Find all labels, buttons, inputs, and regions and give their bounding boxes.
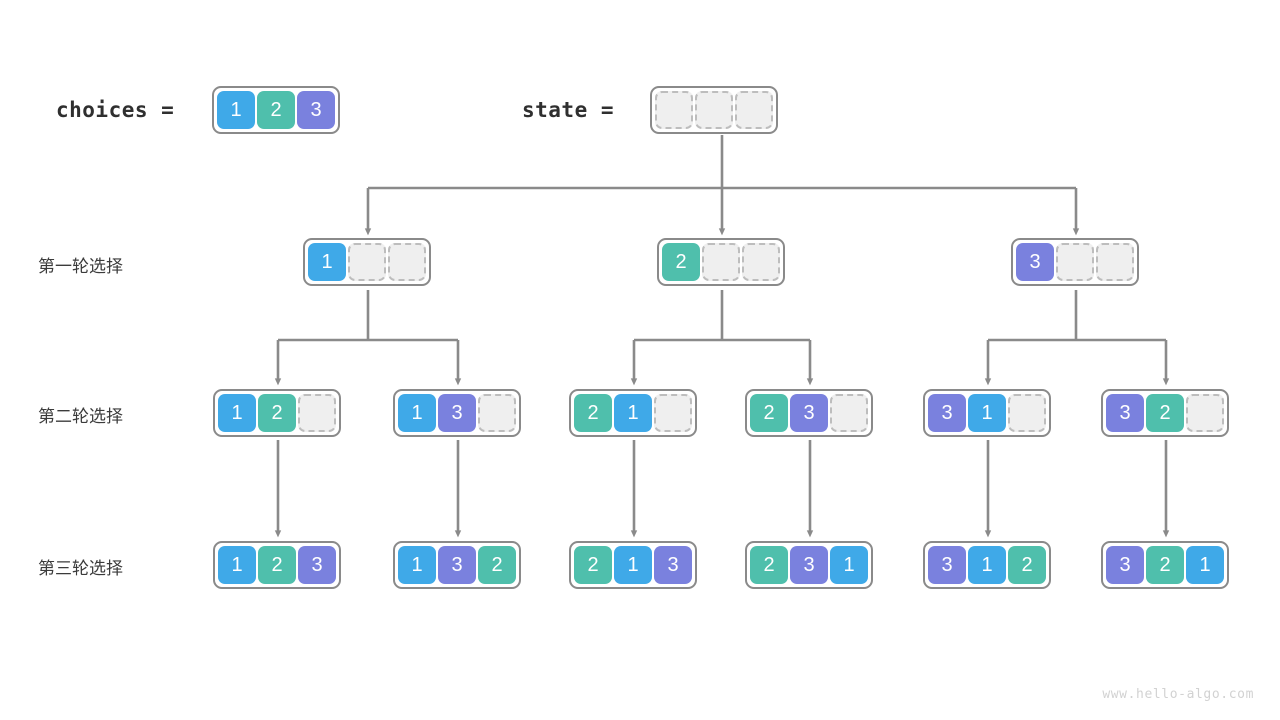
- cell-round-2-5-1: 1: [968, 394, 1006, 432]
- cell-round-3-6-0: 3: [1106, 546, 1144, 584]
- cell-round-3-4-2: 1: [830, 546, 868, 584]
- row-label-round-2: 第二轮选择: [38, 407, 123, 426]
- cell-round-3-4-0: 2: [750, 546, 788, 584]
- node-round-1-2: 2: [657, 238, 785, 286]
- choices-label: choices =: [56, 98, 175, 122]
- cell-round-2-2-2: [478, 394, 516, 432]
- cell-round-1-2-2: [742, 243, 780, 281]
- cell-round-1-1-2: [388, 243, 426, 281]
- cell-round-1-3-2: [1096, 243, 1134, 281]
- cell-round-2-5-2: [1008, 394, 1046, 432]
- cell-round-3-1-1: 2: [258, 546, 296, 584]
- cell-round-3-6-2: 1: [1186, 546, 1224, 584]
- choices-cell-0: 1: [217, 91, 255, 129]
- cell-round-3-3-2: 3: [654, 546, 692, 584]
- cell-round-1-1-0: 1: [308, 243, 346, 281]
- cell-round-2-5-0: 3: [928, 394, 966, 432]
- cell-round-2-2-1: 3: [438, 394, 476, 432]
- cell-round-3-3-0: 2: [574, 546, 612, 584]
- state-cell-1: [695, 91, 733, 129]
- cell-round-2-3-1: 1: [614, 394, 652, 432]
- state-array: [650, 86, 778, 134]
- cell-round-2-4-0: 2: [750, 394, 788, 432]
- cell-round-2-6-0: 3: [1106, 394, 1144, 432]
- cell-round-1-3-1: [1056, 243, 1094, 281]
- cell-round-3-5-2: 2: [1008, 546, 1046, 584]
- cell-round-3-3-1: 1: [614, 546, 652, 584]
- cell-round-2-6-1: 2: [1146, 394, 1184, 432]
- cell-round-3-2-0: 1: [398, 546, 436, 584]
- cell-round-3-4-1: 3: [790, 546, 828, 584]
- cell-round-1-2-0: 2: [662, 243, 700, 281]
- cell-round-3-2-1: 3: [438, 546, 476, 584]
- cell-round-2-4-2: [830, 394, 868, 432]
- cell-round-3-1-0: 1: [218, 546, 256, 584]
- choices-cell-1: 2: [257, 91, 295, 129]
- cell-round-3-1-2: 3: [298, 546, 336, 584]
- state-cell-0: [655, 91, 693, 129]
- choices-array: 1 2 3: [212, 86, 340, 134]
- row-label-round-3: 第三轮选择: [38, 559, 123, 578]
- cell-round-3-5-0: 3: [928, 546, 966, 584]
- cell-round-2-4-1: 3: [790, 394, 828, 432]
- cell-round-3-2-2: 2: [478, 546, 516, 584]
- cell-round-1-1-1: [348, 243, 386, 281]
- watermark: www.hello-algo.com: [1102, 687, 1254, 702]
- cell-round-2-1-2: [298, 394, 336, 432]
- cell-round-3-6-1: 2: [1146, 546, 1184, 584]
- node-round-1-3: 3: [1011, 238, 1139, 286]
- cell-round-2-6-2: [1186, 394, 1224, 432]
- cell-round-1-2-1: [702, 243, 740, 281]
- cell-round-2-1-0: 1: [218, 394, 256, 432]
- cell-round-2-3-2: [654, 394, 692, 432]
- state-label: state =: [522, 98, 615, 122]
- choices-cell-2: 3: [297, 91, 335, 129]
- cell-round-2-3-0: 2: [574, 394, 612, 432]
- cell-round-3-5-1: 1: [968, 546, 1006, 584]
- state-cell-2: [735, 91, 773, 129]
- row-label-round-1: 第一轮选择: [38, 257, 123, 276]
- cell-round-1-3-0: 3: [1016, 243, 1054, 281]
- cell-round-2-1-1: 2: [258, 394, 296, 432]
- node-round-1-1: 1: [303, 238, 431, 286]
- cell-round-2-2-0: 1: [398, 394, 436, 432]
